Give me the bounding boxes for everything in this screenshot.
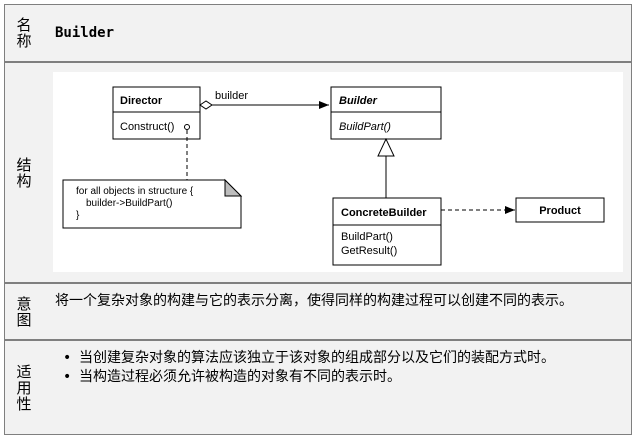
director-name: Director [120, 95, 163, 107]
structure-row: 结构 Director Construct() [4, 62, 632, 283]
applicability-item: 当创建复杂对象的算法应该独立于该对象的组成部分以及它们的装配方式时。 [63, 349, 617, 368]
product-class: Product [515, 197, 605, 223]
note-line-2: builder->BuildPart() [86, 198, 172, 209]
intent-cell: 将一个复杂对象的构建与它的表示分离，使得同样的构建过程可以创建不同的表示。 [43, 284, 631, 339]
concrete-builder-class: ConcreteBuilder BuildPart() GetResult() [332, 197, 442, 266]
intent-text: 将一个复杂对象的构建与它的表示分离，使得同样的构建过程可以创建不同的表示。 [55, 293, 573, 309]
intent-header: 意图 [5, 284, 44, 339]
note-line-3: } [76, 210, 80, 221]
builder-op: BuildPart() [339, 121, 391, 133]
structure-cell: Director Construct() builder Builder [43, 63, 631, 282]
applicability-row: 适用性 当创建复杂对象的算法应该独立于该对象的组成部分以及它们的装配方式时。 当… [4, 340, 632, 435]
name-header: 名称 [5, 5, 44, 61]
structure-header: 结构 [5, 63, 44, 282]
applicability-cell: 当创建复杂对象的算法应该独立于该对象的组成部分以及它们的装配方式时。 当构造过程… [43, 341, 631, 434]
intent-row: 意图 将一个复杂对象的构建与它的表示分离，使得同样的构建过程可以创建不同的表示。 [4, 283, 632, 340]
applicability-header: 适用性 [5, 341, 44, 434]
note-link [184, 124, 190, 180]
name-cell: Builder [43, 5, 631, 61]
construct-note: for all objects in structure { builder->… [62, 178, 243, 229]
builder-role-label: builder [215, 90, 248, 102]
builder-class: Builder BuildPart() [330, 86, 442, 140]
director-class: Director Construct() [112, 86, 201, 140]
concrete-builder-op-1: BuildPart() [341, 231, 393, 243]
note-line-1: for all objects in structure { [76, 186, 194, 197]
applicability-list: 当创建复杂对象的算法应该独立于该对象的组成部分以及它们的装配方式时。 当构造过程… [63, 349, 617, 387]
uml-svg: Director Construct() builder Builder [62, 86, 605, 266]
builder-name: Builder [339, 95, 378, 107]
applicability-item: 当构造过程必须允许被构造的对象有不同的表示时。 [63, 368, 617, 387]
name-row: 名称 Builder [4, 4, 632, 62]
concrete-builder-op-2: GetResult() [341, 245, 397, 257]
product-name: Product [539, 205, 581, 217]
inheritance-link [377, 137, 395, 198]
uml-diagram: Director Construct() builder Builder [53, 72, 623, 272]
director-op: Construct() [120, 121, 174, 133]
aggregation-link: builder [199, 90, 329, 110]
pattern-name: Builder [55, 25, 115, 41]
concrete-builder-name: ConcreteBuilder [341, 207, 427, 219]
